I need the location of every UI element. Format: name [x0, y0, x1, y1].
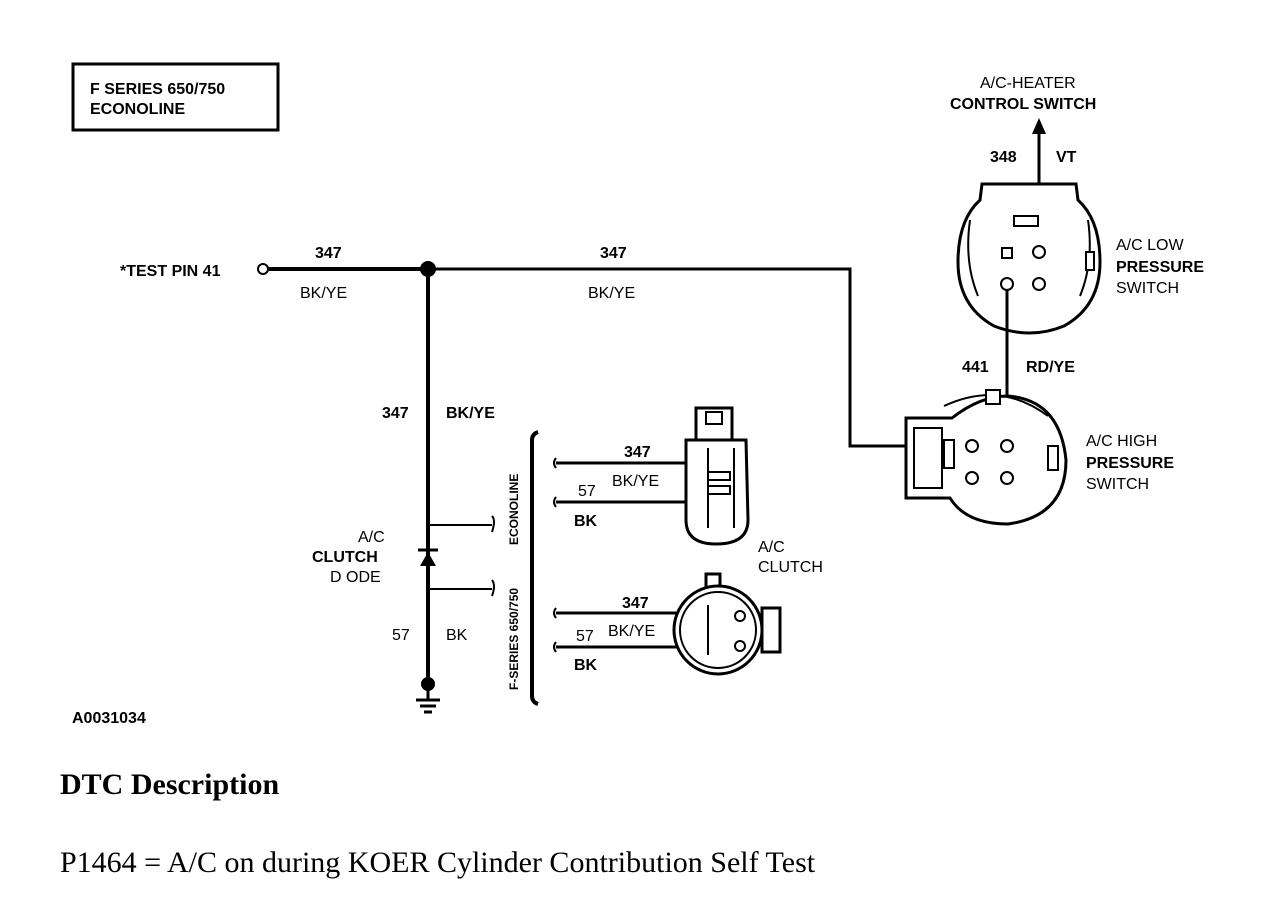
wire-348-circuit: 348: [990, 149, 1017, 166]
heater-switch-line1: A/C-HEATER: [980, 75, 1076, 92]
econoline-wire2-hook: [553, 496, 557, 508]
variant-bracket: [530, 430, 539, 706]
low-pressure-switch: [956, 182, 1102, 335]
model-box: [71, 62, 280, 132]
fseries-bracket-label: F-SERIES 650/750: [507, 588, 521, 690]
diode-label-line1: A/C: [358, 529, 385, 546]
model-box-line2: ECONOLINE: [90, 101, 185, 118]
test-pin-label: *TEST PIN 41: [120, 263, 221, 280]
model-box-line1: F SERIES 650/750: [90, 81, 225, 98]
econoline-clutch-label-line2: CLUTCH: [758, 559, 823, 576]
wire-441-color: RD/YE: [1026, 359, 1075, 376]
econoline-wire2-color: BK: [574, 513, 598, 530]
wire-347-top-circuit: 347: [600, 245, 627, 262]
wire-347-top-color: BK/YE: [588, 285, 635, 302]
wire-348-color: VT: [1056, 149, 1077, 166]
clutch-diode-symbol: [420, 552, 436, 566]
ground-splice-dot: [421, 677, 435, 691]
dtc-heading: DTC Description: [60, 768, 280, 801]
fseries-wire2-hook: [553, 641, 557, 653]
high-pressure-switch-line2: PRESSURE: [1086, 455, 1174, 472]
wire-347-left-color: BK/YE: [300, 285, 347, 302]
wiring-diagram: F SERIES 650/750 ECONOLINE *TEST PIN 41 …: [71, 62, 1204, 727]
ground-wire-circuit: 57: [392, 627, 410, 644]
econoline-wire1-color: BK/YE: [612, 473, 659, 490]
tap-upper-hook: [491, 515, 495, 533]
fseries-wire2-color: BK: [574, 657, 598, 674]
high-pressure-switch: [904, 389, 1068, 526]
dtc-description: P1464 = A/C on during KOER Cylinder Cont…: [60, 846, 816, 879]
fseries-wire1-circuit: 347: [622, 595, 649, 612]
diode-label-line3: D ODE: [330, 569, 381, 586]
econoline-bracket-label: ECONOLINE: [507, 474, 521, 545]
fseries-wire1-hook: [553, 607, 557, 619]
ground-wire-color: BK: [446, 627, 468, 644]
heater-switch-line2: CONTROL SWITCH: [950, 96, 1096, 113]
low-pressure-switch-line2: PRESSURE: [1116, 259, 1204, 276]
test-pin-terminal: [257, 263, 269, 275]
low-pressure-switch-line1: A/C LOW: [1116, 237, 1184, 254]
fseries-clutch-connector: [672, 572, 782, 676]
low-pressure-switch-line3: SWITCH: [1116, 280, 1179, 297]
tap-lower-hook: [491, 579, 495, 597]
diode-label-line2: CLUTCH: [312, 549, 378, 566]
econoline-clutch-connector: [684, 406, 750, 546]
econoline-wire2-circuit: 57: [578, 483, 596, 500]
wire-347-vertical-color: BK/YE: [446, 405, 495, 422]
fseries-wire1-color: BK/YE: [608, 623, 655, 640]
wire-347-left-circuit: 347: [315, 245, 342, 262]
wire-347-vertical-circuit: 347: [382, 405, 409, 422]
high-pressure-switch-line1: A/C HIGH: [1086, 433, 1157, 450]
wire-441-circuit: 441: [962, 359, 989, 376]
heater-switch-arrow: [1032, 118, 1046, 134]
fseries-wire2-circuit: 57: [576, 628, 594, 645]
econoline-clutch-label-line1: A/C: [758, 539, 785, 556]
econoline-wire1-circuit: 347: [624, 444, 651, 461]
figure-id: A0031034: [72, 710, 146, 727]
econoline-wire1-hook: [553, 457, 557, 469]
high-pressure-switch-line3: SWITCH: [1086, 476, 1149, 493]
